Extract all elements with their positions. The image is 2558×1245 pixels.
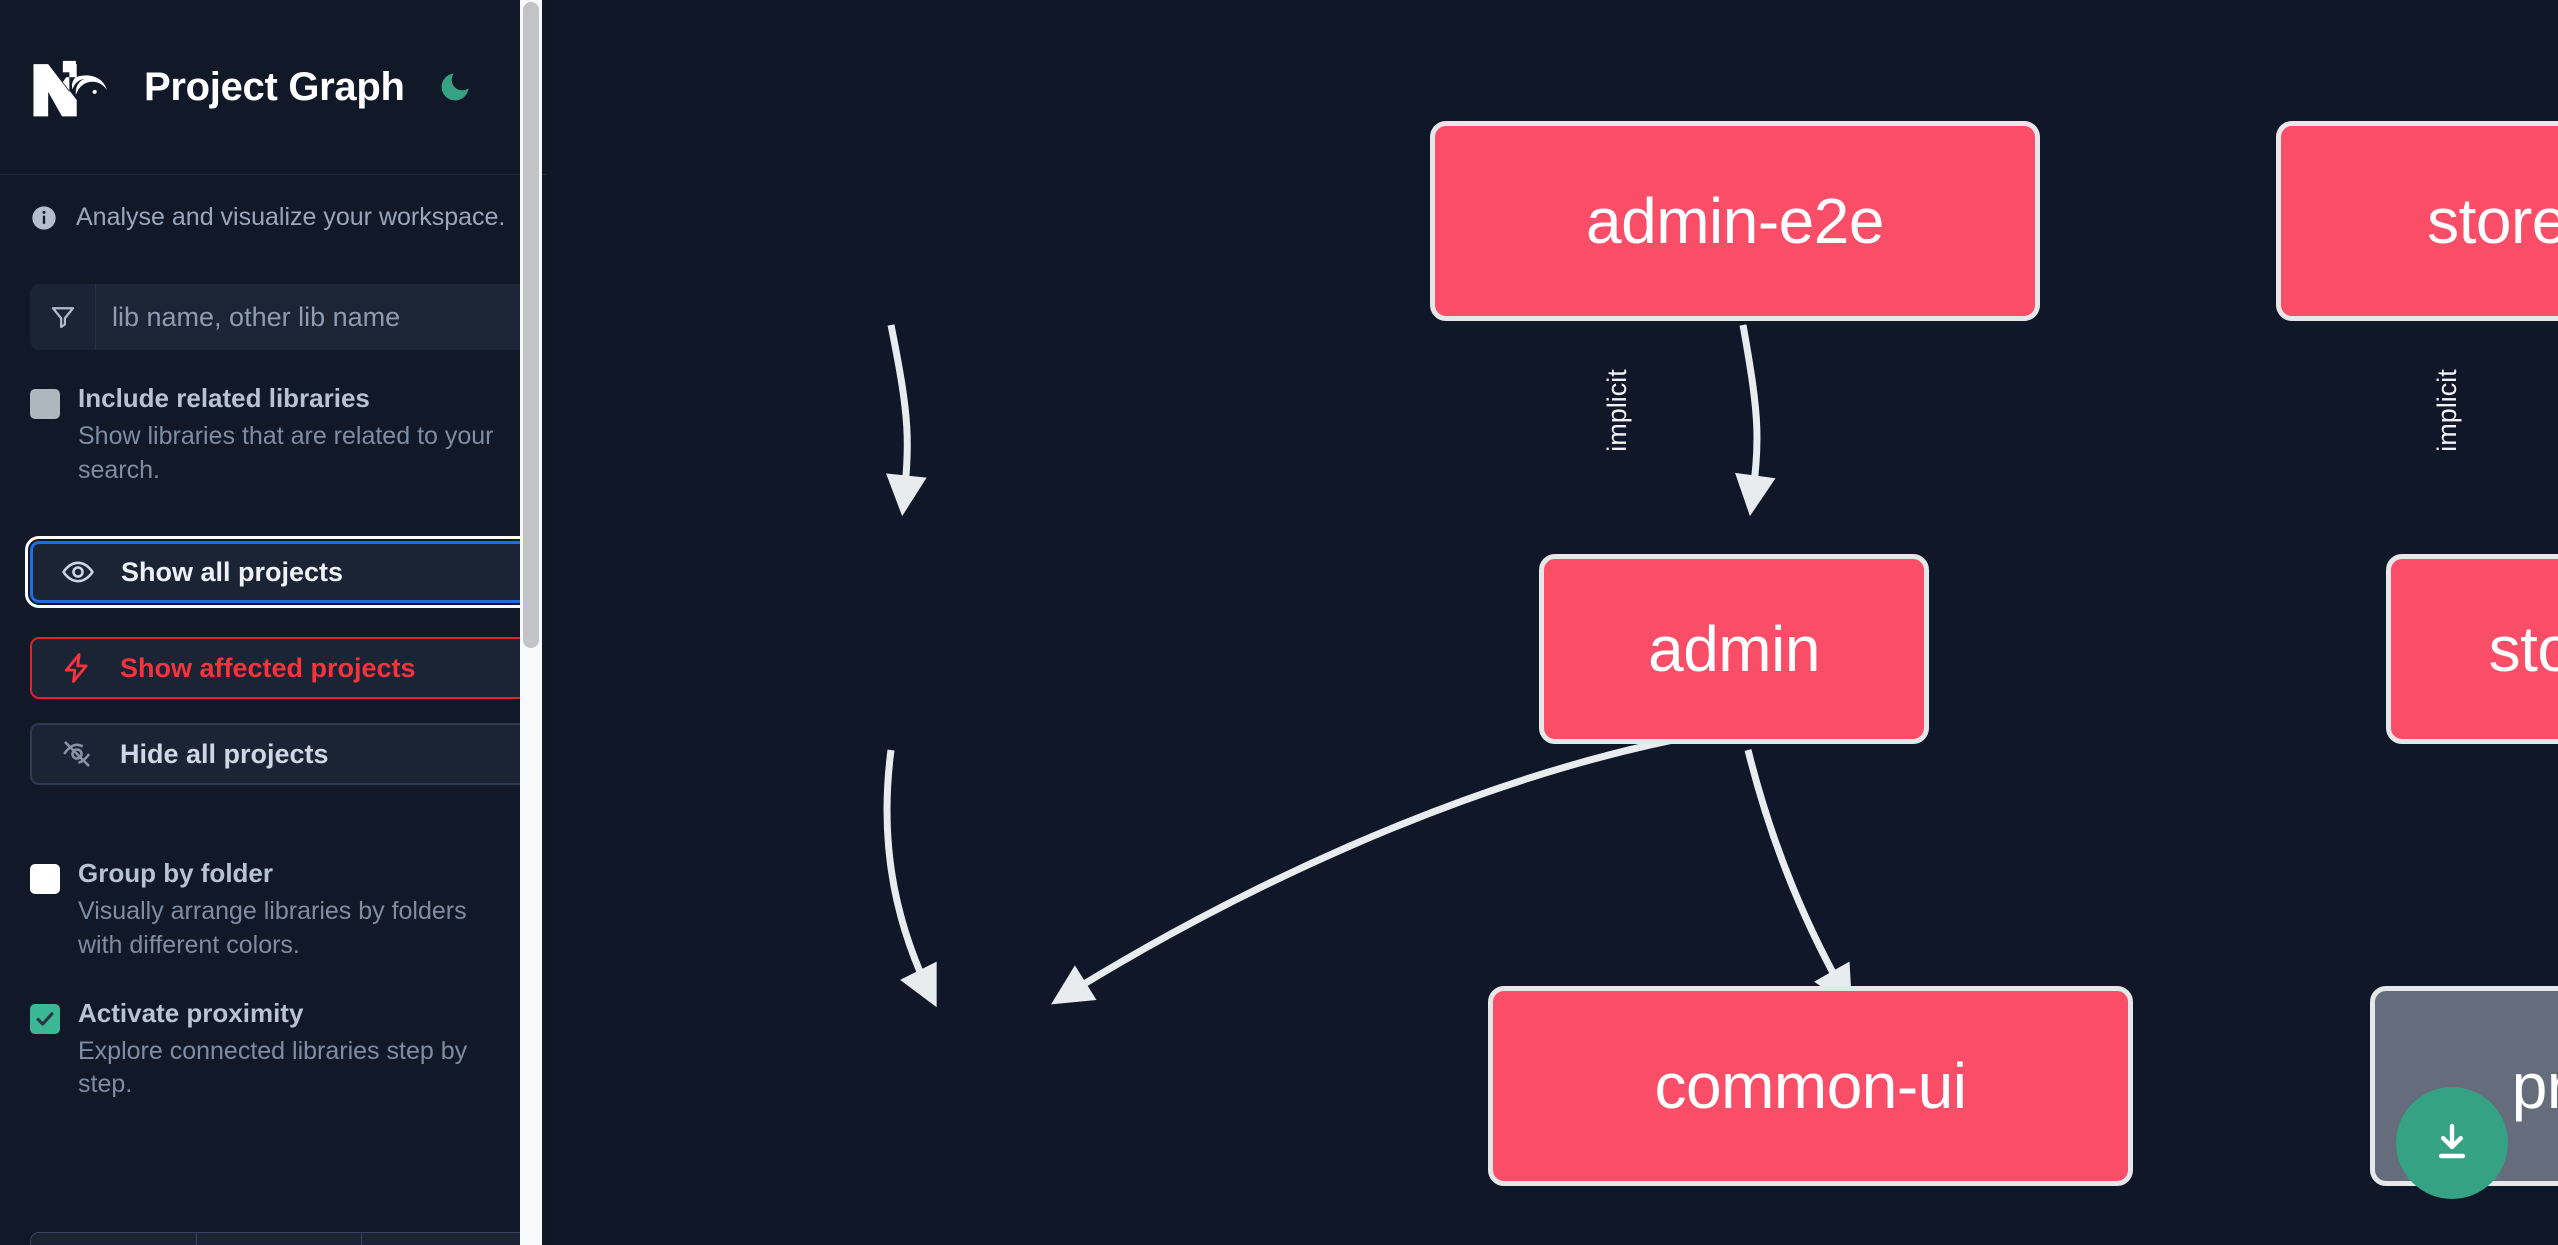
checkbox-include-related-libraries-desc: Show libraries that are related to your … [78,421,494,484]
graph-node-admin-label: admin [1648,613,1820,685]
graph-canvas[interactable]: admin-e2e store-e2e admin store common-u… [558,0,2558,1245]
graph-node-store-e2e[interactable]: store-e2e [2276,121,2558,321]
checkbox-group-by-folder[interactable]: Group by folder Visually arrange librari… [30,858,528,962]
graph-node-admin[interactable]: admin [1539,554,1929,744]
show-all-projects-label: Show all projects [121,556,344,587]
proximity-step-value[interactable] [196,1233,363,1245]
sidebar-scrollbar-thumb[interactable] [523,2,539,648]
checkbox-activate-proximity-box[interactable] [30,1003,60,1034]
sidebar-header: Project Graph [0,0,558,175]
checkbox-activate-proximity-label: Activate proximity [78,997,304,1028]
info-circle-icon [32,205,56,230]
workspace-info: Analyse and visualize your workspace. [0,175,558,232]
eye-off-icon [63,741,91,768]
workspace-info-text: Analyse and visualize your workspace. [76,203,506,231]
sidebar: Project Graph Analyse and visualize your… [0,0,558,1245]
eye-icon [62,561,94,583]
graph-node-products-label: products [2511,1050,2558,1122]
checkbox-include-related-libraries-box[interactable] [30,389,60,419]
checkbox-include-related-libraries-label: Include related libraries [78,383,370,413]
graph-node-store[interactable]: store [2386,554,2558,744]
hide-all-projects-label: Hide all projects [120,738,329,769]
show-affected-projects-button[interactable]: Show affected projects [30,637,528,700]
edge-admin-e2e-to-admin [886,324,927,517]
nx-logo [33,60,107,117]
checkbox-group-by-folder-box[interactable] [30,864,60,895]
checkbox-activate-proximity-desc: Explore connected libraries step by step… [78,1036,468,1099]
checkbox-activate-proximity[interactable]: Activate proximity Explore connected lib… [30,997,528,1102]
sidebar-scrollbar[interactable] [520,0,542,1245]
graph-node-store-e2e-label: store-e2e [2427,185,2558,257]
checkbox-group-by-folder-desc: Visually arrange libraries by folders wi… [78,897,467,960]
download-image-button[interactable] [2396,1087,2508,1199]
search-input[interactable] [96,284,528,350]
proximity-step-decrease[interactable] [31,1233,197,1245]
moon-icon[interactable] [433,65,477,109]
graph-node-common-ui-label: common-ui [1654,1050,1967,1122]
show-all-projects-button[interactable]: Show all projects [25,536,533,609]
lightning-bolt-icon [64,653,88,684]
graph-node-store-label: store [2488,613,2558,685]
filter-bar [30,284,528,350]
graph-node-common-ui[interactable]: common-ui [1488,986,2133,1186]
checkbox-include-related-libraries[interactable]: Include related libraries Show libraries… [30,383,528,487]
proximity-step-increase[interactable] [362,1233,527,1245]
proximity-step-group[interactable] [30,1232,528,1245]
check-icon [36,1012,54,1026]
graph-node-admin-e2e-label: admin-e2e [1586,185,1884,257]
download-icon [2438,1123,2466,1159]
edge-label-store-e2e-store: implicit [2431,369,2462,452]
sidebar-divider [546,0,558,1245]
funnel-icon [30,284,96,350]
graph-node-admin-e2e[interactable]: admin-e2e [1430,121,2040,321]
page-title: Project Graph [144,64,405,109]
show-affected-projects-label: Show affected projects [120,652,416,683]
edge-label-admin-e2e-admin: implicit [1601,369,1632,452]
hide-all-projects-button[interactable]: Hide all projects [30,723,528,786]
checkbox-group-by-folder-label: Group by folder [78,858,273,889]
